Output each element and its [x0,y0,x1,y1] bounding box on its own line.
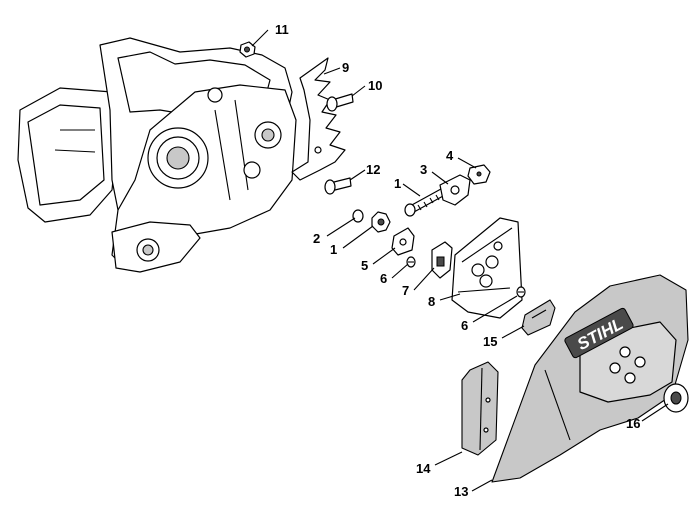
part-6-screw-lower [516,286,526,298]
callout-16: 16 [626,416,640,431]
part-7-guide-plate [431,241,453,279]
callout-15: 15 [483,334,497,349]
callout-6-upper: 6 [380,271,387,286]
leader-lines [251,29,669,492]
callout-5: 5 [361,258,368,273]
part-10-screw [326,93,354,112]
callout-6-lower: 6 [461,318,468,333]
part-5-plate [391,227,415,256]
part-12-screw [324,177,352,195]
part-2-washer [352,209,364,223]
callout-11: 11 [275,22,289,37]
callout-9: 9 [342,60,349,75]
callout-12: 12 [366,162,380,177]
callout-2: 2 [313,231,320,246]
callout-10: 10 [368,78,382,93]
part-8-cover-plate [451,217,523,319]
part-13-sprocket-cover: STIHL [491,274,689,483]
crankcase [17,37,297,273]
callout-7: 7 [402,283,409,298]
callout-13: 13 [454,484,468,499]
callout-8: 8 [428,294,435,309]
callout-4: 4 [446,148,454,163]
callout-14: 14 [416,461,431,476]
part-1-spur-nut [371,211,391,233]
callout-labels: 11 9 10 12 4 3 1 2 1 5 6 7 8 6 15 16 14 … [275,22,640,499]
part-15-pad [521,299,556,336]
part-11-nut [239,41,256,58]
part-6-screw-upper [406,256,416,268]
part-9-bumper-spike [291,57,346,181]
part-14-side-panel [461,361,499,456]
part-3-tensioner-slide [439,174,471,206]
part-16-nut [663,383,689,413]
callout-3: 3 [420,162,427,177]
callout-1-upper: 1 [394,176,401,191]
callout-1-lower: 1 [330,242,337,257]
part-4-clip [467,164,491,185]
